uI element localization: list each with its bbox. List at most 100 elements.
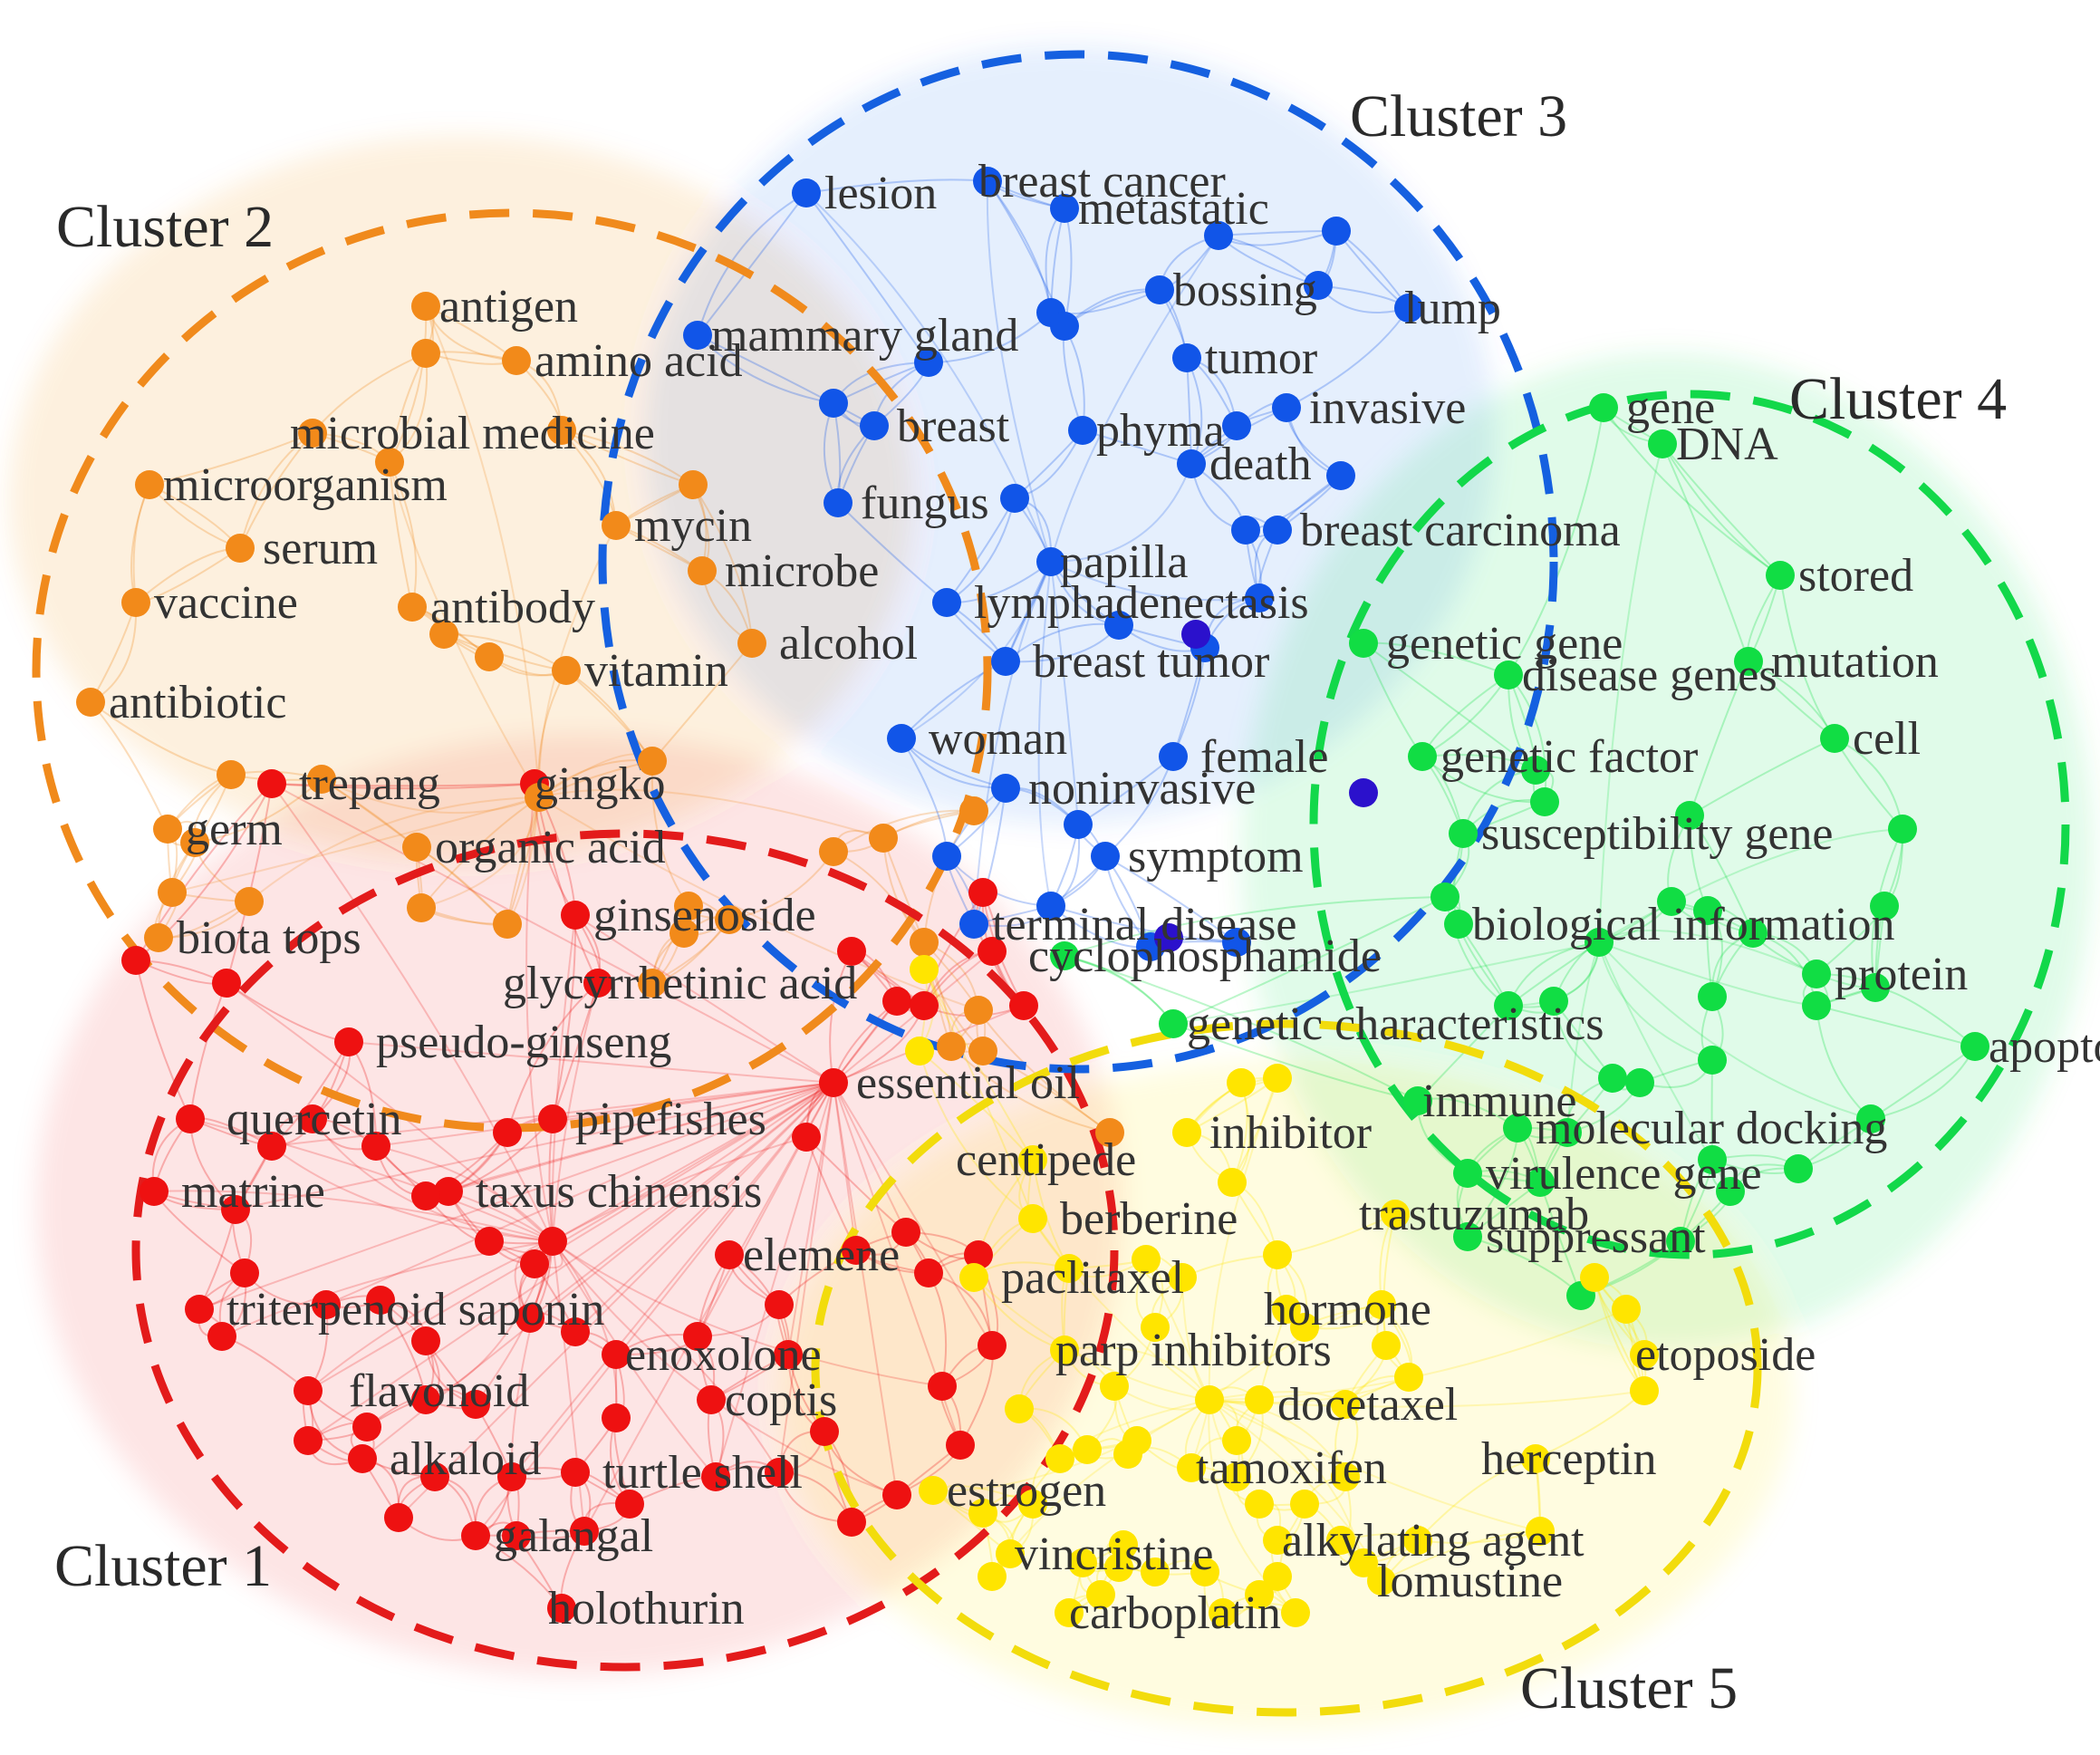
c3-node-papilla: [1036, 547, 1065, 576]
c3-node-lesion: [792, 178, 821, 207]
c2-edge: [90, 701, 232, 776]
c3-label-breast-cancer: breast cancer: [978, 156, 1226, 207]
c4-node-dna: [1648, 429, 1677, 458]
c2-node-vitamin: [552, 656, 581, 685]
c2-edge: [239, 432, 313, 549]
c5-node: [1263, 1562, 1292, 1591]
c4-label-stored: stored: [1798, 550, 1913, 602]
c5-node: [1326, 1526, 1355, 1555]
c4-node: [1698, 1145, 1727, 1174]
c4-edge: [1172, 941, 1600, 1025]
c2-edge: [389, 461, 540, 798]
c3-edge: [1050, 463, 1192, 563]
network-nodes: [76, 167, 1989, 1627]
c3-node: [1231, 516, 1260, 545]
c2-edge: [651, 642, 753, 762]
c5-node: [1245, 1490, 1274, 1519]
c1-edge: [525, 783, 554, 1242]
c3-edge: [1050, 235, 1219, 563]
c2-edge: [149, 432, 313, 486]
c5-node: [1372, 1331, 1401, 1360]
c3-node: [1000, 484, 1029, 513]
c4-node-cell: [1820, 724, 1849, 753]
c5-node-inhibitor: [1172, 1118, 1201, 1147]
c1-node: [420, 1462, 449, 1491]
c5-label-vincristine: vincristine: [1015, 1528, 1214, 1580]
c3-node: [914, 348, 943, 377]
c1-edge: [271, 1145, 554, 1242]
c4-node-stored: [1766, 561, 1795, 590]
c5-node: [1394, 1363, 1423, 1392]
c4-node: [1698, 1046, 1727, 1075]
c3-edge: [1050, 561, 1260, 602]
c1-node: [475, 1227, 504, 1256]
c1-node: [978, 937, 1007, 966]
c4-label-molecular-docking: molecular docking: [1536, 1103, 1887, 1154]
c1-edge: [778, 1082, 834, 1473]
c3-edge: [1104, 855, 1238, 943]
c4-node-mutation: [1734, 647, 1763, 676]
c5-node-parp-inhibitors: [1050, 1336, 1079, 1364]
c2-edge: [650, 760, 689, 907]
c1-node: [361, 1132, 390, 1161]
c2-label-antigen: antigen: [439, 281, 578, 333]
c2-node: [964, 996, 993, 1025]
c3-label-noninvasive: noninvasive: [1028, 763, 1256, 815]
c3-node: [1304, 271, 1333, 300]
c5-node-hormone: [1272, 1295, 1301, 1324]
c5-edge: [1209, 1399, 1364, 1564]
c4-node: [1861, 973, 1890, 1002]
c5-edge: [1208, 1077, 1278, 1401]
c5-node: [1612, 1295, 1641, 1324]
c5-node: [1290, 1490, 1319, 1519]
c2-node: [819, 837, 848, 866]
c5-node: [1245, 1580, 1274, 1609]
c2-edge: [978, 1009, 1111, 1133]
c1-edge: [574, 1082, 834, 1333]
c1-node: [683, 1322, 712, 1351]
c4-node: [1539, 987, 1568, 1016]
c5-node: [968, 1499, 997, 1528]
c1-edge: [198, 1082, 834, 1310]
c1-node-trepang: [257, 769, 286, 798]
c4-edge: [1662, 443, 1781, 576]
c1-label-pseudo-ginseng: pseudo-ginseng: [376, 1017, 671, 1068]
c3-node-fungus: [824, 488, 853, 517]
c1-node: [882, 987, 911, 1016]
c5-node: [1113, 1440, 1142, 1469]
c5-node: [1195, 1385, 1224, 1414]
c1-edge: [552, 1082, 834, 1120]
c4-label-gene: gene: [1626, 382, 1715, 434]
c5-edge: [1064, 1346, 1210, 1401]
c1-edge: [221, 1240, 554, 1337]
c1-node: [520, 1249, 549, 1278]
c1-edge: [226, 783, 273, 984]
c1-label-flavonoid: flavonoid: [349, 1365, 529, 1417]
c3-label-death: death: [1209, 439, 1312, 490]
c2-label-vitamin: vitamin: [584, 645, 728, 697]
c5-node-estrogen: [919, 1476, 948, 1505]
c2-node-amino-acid: [502, 346, 531, 375]
c5-node: [1245, 1385, 1274, 1414]
c3-edge: [973, 561, 1052, 925]
c3-edge: [1286, 307, 1410, 409]
c2-label-germ: germ: [186, 804, 283, 855]
c5-edge: [1145, 1258, 1210, 1401]
c2-edge: [312, 352, 427, 434]
c2-node: [217, 760, 246, 789]
c1-edge: [271, 783, 834, 1084]
c1-label-essential-oil: essential oil: [856, 1057, 1080, 1109]
c5-edge: [1209, 1390, 1645, 1408]
c4-node: [1657, 887, 1686, 916]
c4-edge: [1598, 941, 1817, 1007]
c1-node: [928, 1372, 957, 1401]
c1-edge: [833, 1082, 898, 1496]
c3-node-tumor: [1172, 343, 1201, 372]
c1-edge: [833, 1000, 898, 1084]
c1-node-enoxolone: [602, 1340, 631, 1369]
c3-label-breast-carcinoma: breast carcinoma: [1300, 505, 1621, 556]
c4-node: [1698, 982, 1727, 1011]
c1-node: [538, 1227, 567, 1256]
c3-label-papilla: papilla: [1060, 536, 1189, 588]
